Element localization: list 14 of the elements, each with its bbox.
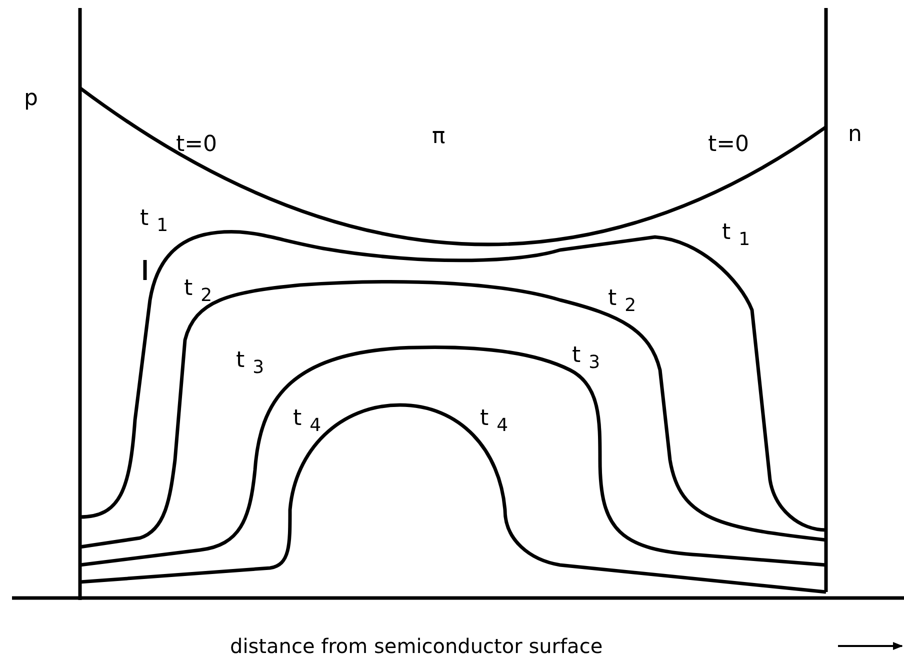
curve-label: t=0 [176, 134, 218, 156]
curve-label: t$_{2}$ [608, 288, 636, 315]
curve-label: t$_{1}$ [140, 208, 168, 235]
region-label: π [432, 126, 446, 148]
axis-title: distance from semiconductor surface [230, 636, 603, 656]
curve-label: t$_{1}$ [722, 222, 750, 249]
side-label: n [848, 124, 862, 146]
side-label: p [24, 88, 38, 110]
curve-label: t$_{2}$ [184, 278, 212, 305]
curve-label: t$_{3}$ [236, 350, 264, 377]
curve-label: t=0 [708, 134, 750, 156]
curve-label: t$_{3}$ [572, 345, 600, 372]
curve-label: t$_{4}$ [293, 408, 322, 435]
curve-label: t$_{4}$ [480, 408, 508, 435]
